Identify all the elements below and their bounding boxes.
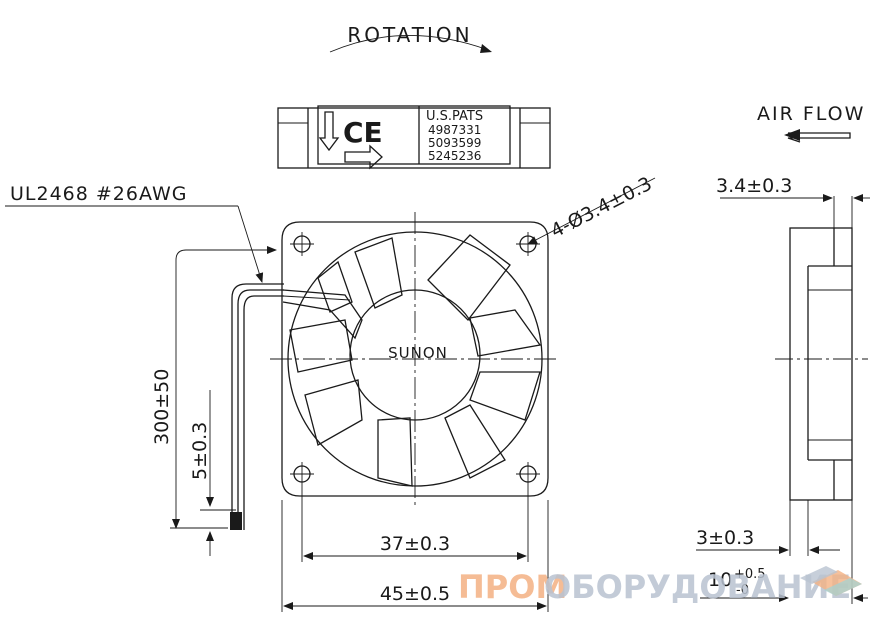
rotation-arc — [329, 35, 489, 53]
thickness-tol-lower: -0 — [736, 583, 749, 598]
frame-size-label: 45±0.5 — [380, 583, 450, 605]
mounting-hole — [516, 462, 540, 486]
wire-harness — [230, 283, 284, 530]
wire-spec-callout: UL2468 #26AWG — [5, 183, 264, 283]
thickness-tol-upper: +0.5 — [734, 567, 766, 582]
lead-strip-dimension: 5±0.3 — [189, 390, 236, 556]
patent-2: 5093599 — [428, 136, 481, 150]
side-body — [789, 227, 853, 501]
label-plate — [317, 105, 511, 165]
wire-tips — [230, 512, 242, 530]
airflow-arrow-icon — [787, 132, 851, 143]
wire-3 — [243, 295, 284, 530]
frame-size-dimension: 45±0.5 — [281, 500, 549, 612]
top-frame — [277, 107, 551, 169]
watermark-part1: ПРОМ — [458, 568, 567, 606]
ce-mark-icon: CE — [343, 116, 383, 149]
airflow-label: AIR FLOW — [757, 103, 865, 125]
wire-strut — [282, 289, 363, 340]
hole-pitch-dimension: 37±0.3 — [301, 486, 529, 562]
flow-down-icon — [318, 111, 340, 152]
watermark: ПРОМ ОБОРУДОВАНИЕ — [458, 566, 862, 606]
watermark-logo-icon — [800, 566, 862, 596]
pats-title: U.S.PATS — [426, 109, 483, 124]
wire-spec-label: UL2468 #26AWG — [10, 183, 187, 205]
brand-label: SUNON — [388, 344, 448, 362]
holes-label: 4-Ø3.4±0.3 — [547, 173, 655, 243]
patent-3: 5245236 — [428, 149, 481, 163]
rotation-label: ROTATION — [347, 23, 472, 47]
front-view: SUNON — [270, 212, 560, 505]
lead-strip-label: 5±0.3 — [189, 422, 211, 480]
side-flange-label: 3.4±0.3 — [716, 175, 792, 197]
mounting-hole — [290, 232, 314, 256]
thickness-base-label: 10 — [708, 569, 732, 591]
wire-2 — [237, 289, 284, 530]
side-offset-label: 3±0.3 — [696, 527, 754, 549]
wire-length-dimension: 300±50 — [151, 246, 277, 529]
patent-1: 4987331 — [428, 123, 481, 137]
fan-hub — [349, 289, 481, 421]
side-offset-dimension: 3±0.3 — [696, 500, 840, 556]
blade-opening — [287, 231, 543, 487]
airflow-indicator: AIR FLOW — [757, 103, 865, 143]
rotation-right-icon — [344, 144, 383, 170]
rotation-indicator: ROTATION — [329, 23, 492, 53]
side-flange-dimension: 3.4±0.3 — [716, 175, 870, 228]
wire-1 — [231, 283, 284, 530]
top-view: CE U.S.PATS 4987331 5093599 5245236 — [277, 105, 551, 170]
side-view — [775, 227, 868, 501]
rotation-arrow-icon — [480, 44, 492, 53]
fan-frame — [281, 221, 549, 497]
watermark-part2: ОБОРУДОВАНИЕ — [544, 568, 851, 606]
wire-length-label: 300±50 — [151, 369, 173, 445]
mounting-hole — [290, 462, 314, 486]
hole-pitch-label: 37±0.3 — [380, 533, 450, 555]
